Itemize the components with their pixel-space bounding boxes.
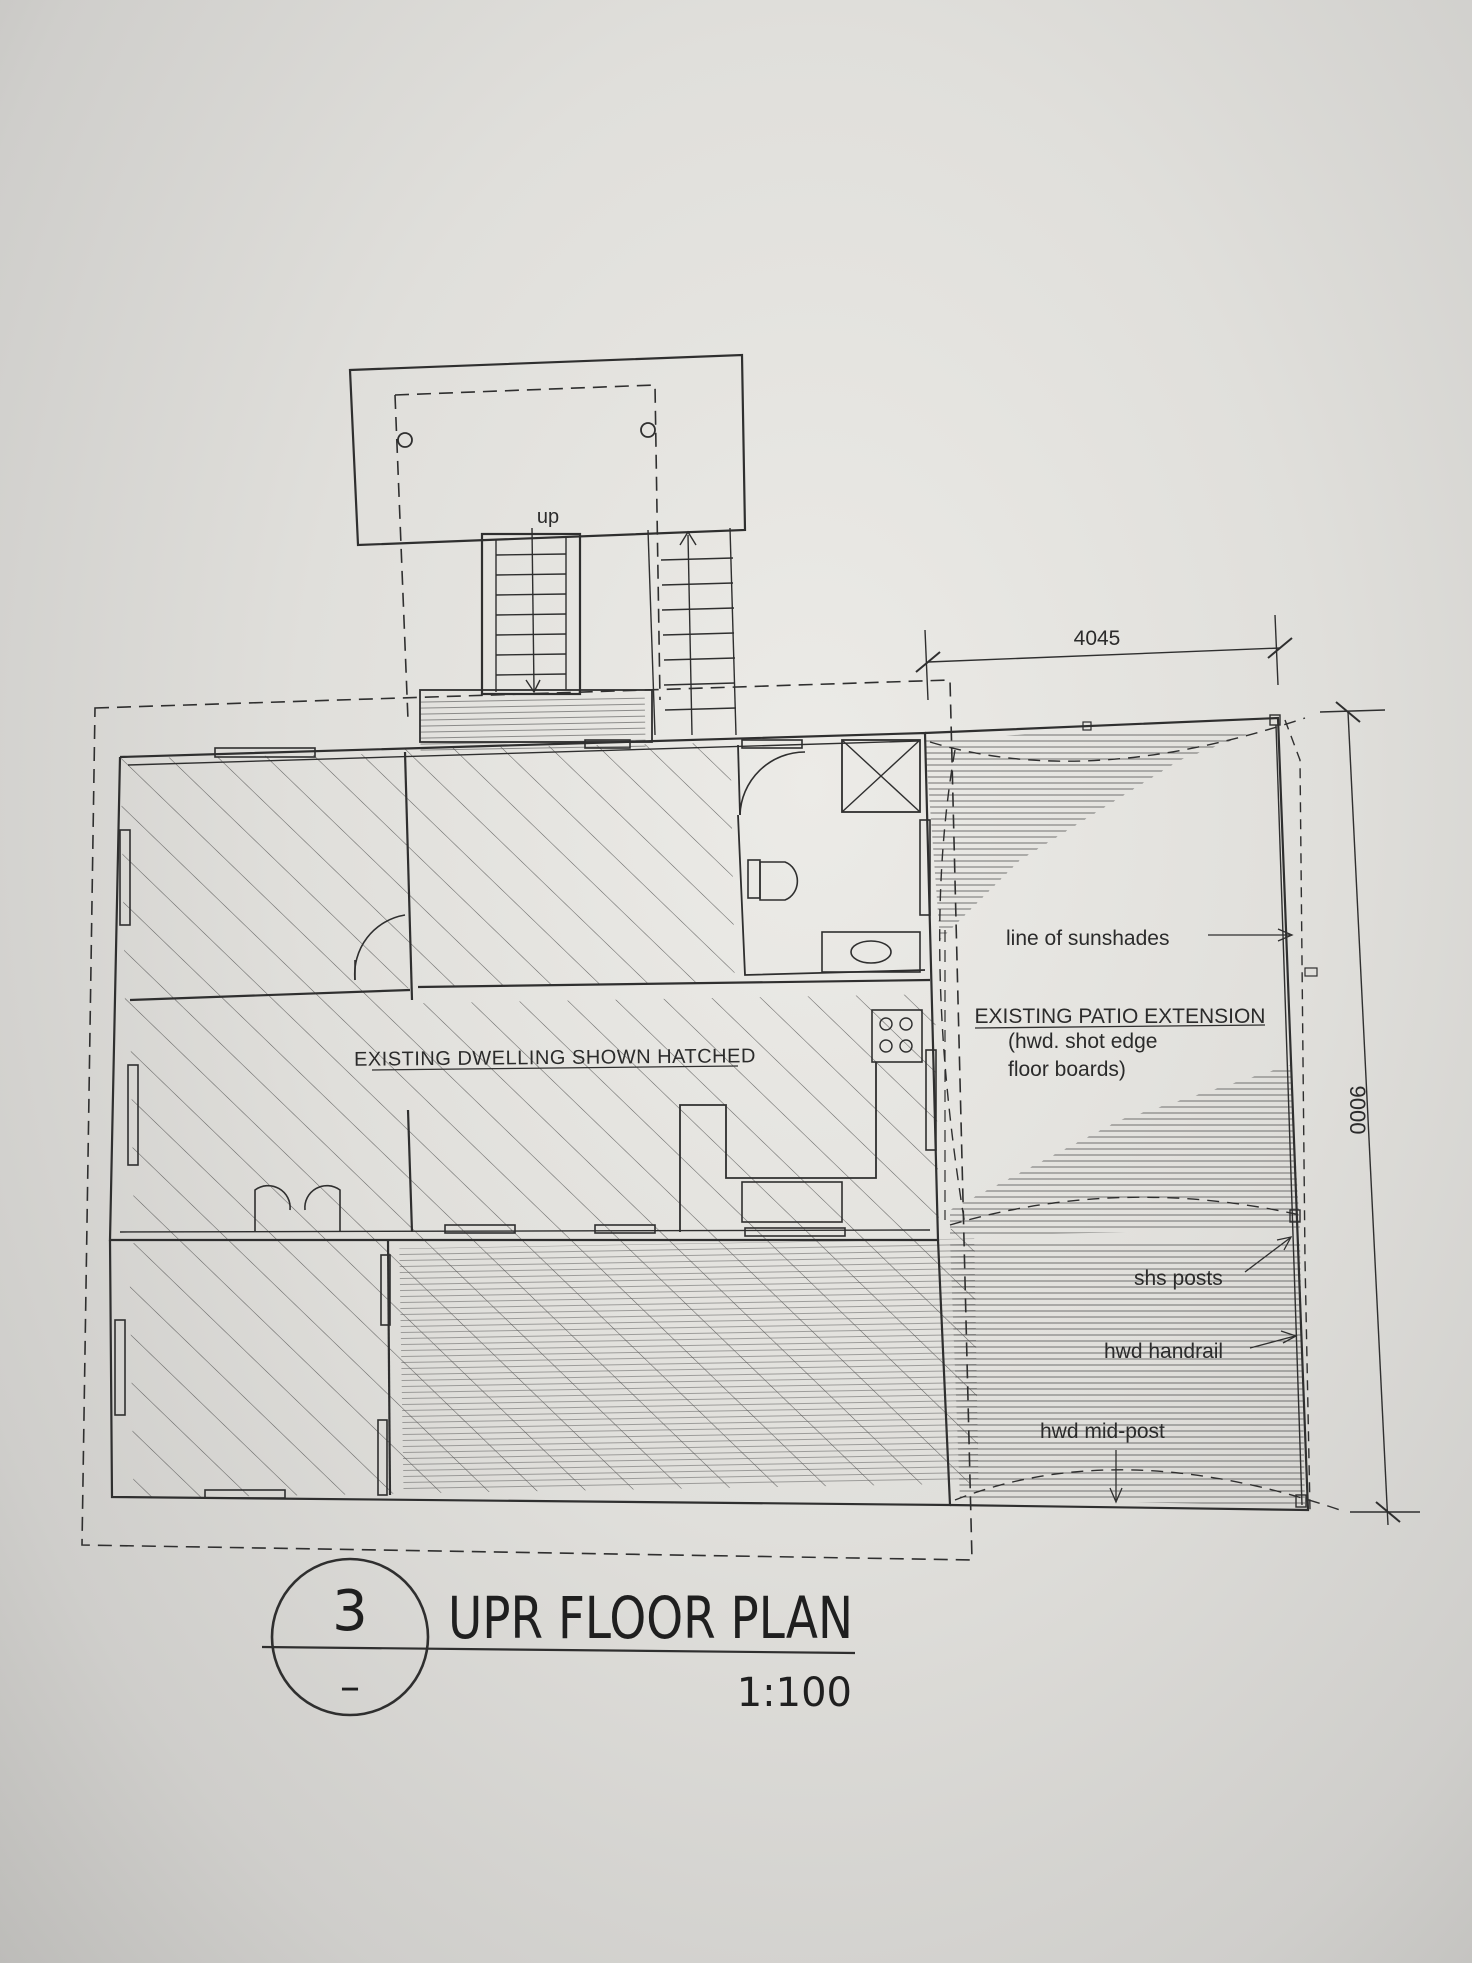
patio-title: EXISTING PATIO EXTENSION [975, 1005, 1266, 1028]
dwelling-label: EXISTING DWELLING SHOWN HATCHED [354, 1045, 756, 1071]
stair-up-label: up [537, 506, 559, 528]
floor-plan-lines [81, 353, 1420, 1717]
handrail-note: hwd handrail [1104, 1340, 1223, 1363]
sunshades-note: line of sunshades [1006, 927, 1169, 950]
midpost-note: hwd mid-post [1040, 1420, 1165, 1443]
dwelling-hatch [120, 694, 979, 1499]
patio-hatch [920, 730, 1310, 1510]
depth-dimension: 9000 [1345, 1086, 1370, 1135]
sheet-reference: – [340, 1664, 360, 1710]
drawing-number: 3 [332, 1579, 368, 1644]
patio-note-line2: floor boards) [1008, 1058, 1126, 1081]
drawing-scale: 1:100 [737, 1670, 852, 1716]
drawing-title: UPR FLOOR PLAN [448, 1584, 853, 1652]
posts-note: shs posts [1134, 1267, 1223, 1290]
patio-note-line1: (hwd. shot edge [1008, 1030, 1157, 1053]
width-dimension: 4045 [1074, 627, 1121, 650]
